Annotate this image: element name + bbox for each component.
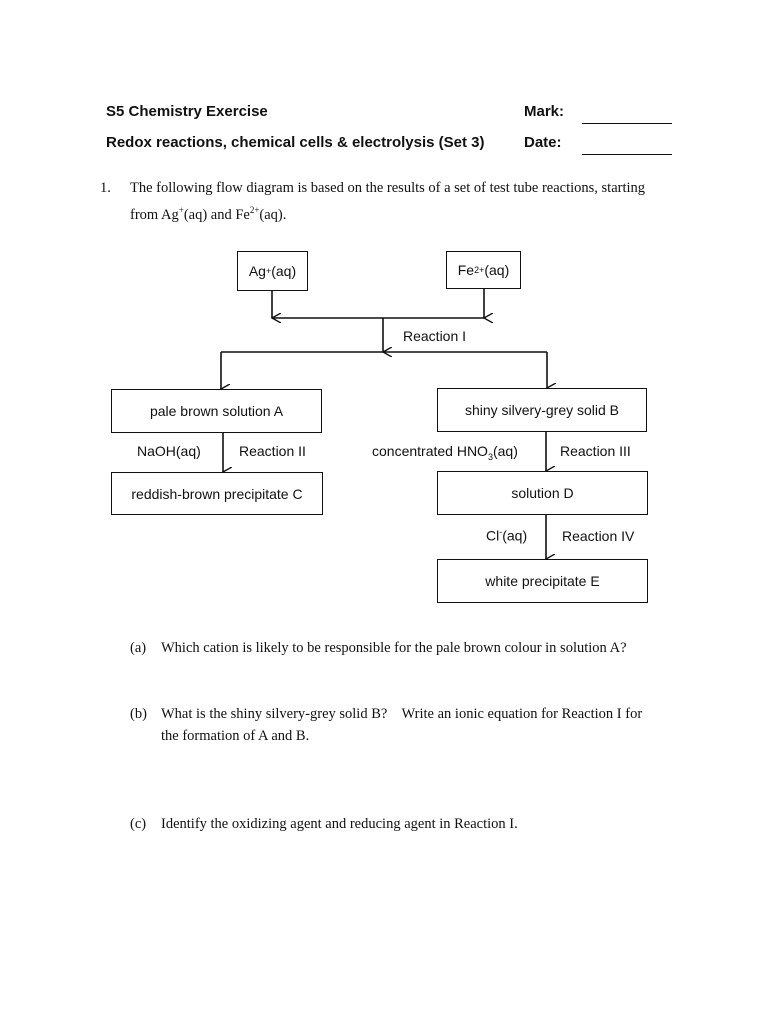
worksheet-subtitle: Redox reactions, chemical cells & electr… (106, 134, 485, 151)
part-a-label: (a) (130, 640, 147, 656)
reaction-4-label: Reaction IV (562, 528, 635, 544)
part-c: (c) Identify the oxidizing agent and red… (130, 813, 690, 857)
box-solid-b: shiny silvery-grey solid B (437, 388, 647, 432)
date-label: Date: (524, 134, 562, 151)
question-text-line2: from Ag+(aq) and Fe2+(aq). (130, 205, 287, 223)
question-text: The following flow diagram is based on t… (130, 177, 690, 226)
date-line (582, 154, 672, 155)
part-c-label: (c) (130, 816, 147, 832)
reaction-2-label: Reaction II (239, 443, 306, 459)
part-a-text: Which cation is likely to be responsible… (161, 640, 627, 656)
part-b-text: What is the shiny silvery-grey solid B? … (161, 706, 643, 744)
box-precipitate-e: white precipitate E (437, 559, 648, 603)
box-precipitate-c: reddish-brown precipitate C (111, 472, 323, 515)
mark-label: Mark: (524, 103, 565, 120)
box-solution-a: pale brown solution A (111, 389, 322, 433)
reagent-chloride: Cl-(aq) (486, 527, 528, 544)
box-solution-d: solution D (437, 471, 648, 515)
worksheet-title: S5 Chemistry Exercise (106, 103, 268, 120)
reaction-3-label: Reaction III (560, 443, 631, 459)
reagent-naoh: NaOH(aq) (137, 443, 201, 459)
reaction-1-label: Reaction I (403, 328, 467, 344)
part-a: (a) Which cation is likely to be respons… (130, 637, 690, 681)
question-text-line1: The following flow diagram is based on t… (130, 180, 646, 196)
part-b: (b) What is the shiny silvery-grey solid… (130, 703, 690, 747)
part-c-text: Identify the oxidizing agent and reducin… (161, 816, 518, 832)
mark-line (582, 123, 672, 124)
part-b-label: (b) (130, 706, 147, 722)
box-silver-ion: Ag+(aq) (237, 251, 308, 291)
question-number: 1. (100, 180, 111, 196)
reagent-hno3: concentrated HNO3(aq) (372, 443, 518, 462)
